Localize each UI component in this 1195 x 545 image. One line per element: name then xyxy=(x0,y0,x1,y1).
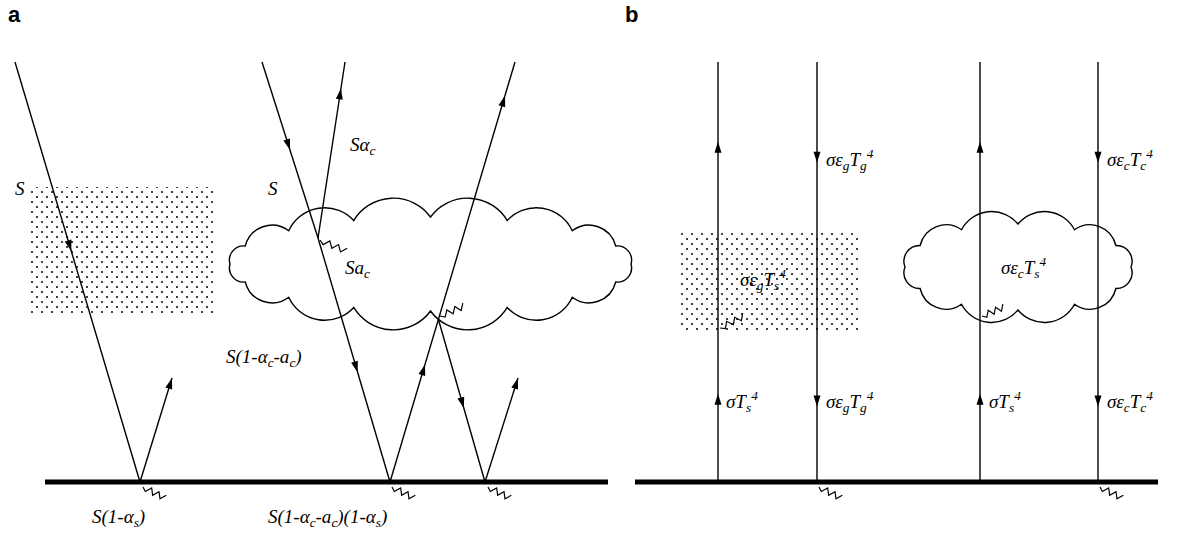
flux-label: σεcTs4 xyxy=(1001,254,1046,282)
panel-letter: a xyxy=(8,2,20,28)
arrowhead xyxy=(715,142,722,153)
ground xyxy=(45,480,608,485)
flux-label: σTs4 xyxy=(726,388,758,416)
absorption-mark xyxy=(440,303,463,317)
arrowhead xyxy=(165,378,172,390)
greenhouse-layer xyxy=(28,187,213,315)
arrowhead xyxy=(419,364,426,376)
absorption-mark xyxy=(1100,487,1123,499)
flux-label: σεgTg4 xyxy=(826,388,873,416)
ray xyxy=(979,62,980,482)
ray xyxy=(438,318,485,482)
ray xyxy=(318,238,390,482)
flux-label: σεcTc4 xyxy=(1107,388,1153,416)
arrowhead xyxy=(1095,395,1102,406)
node-outline xyxy=(218,205,643,323)
flux-label: Sαc xyxy=(350,134,375,159)
arrowhead xyxy=(511,378,518,390)
flux-label: S xyxy=(268,178,278,201)
ray xyxy=(485,378,518,482)
arrowhead xyxy=(499,96,506,108)
arrowhead xyxy=(283,138,290,150)
flux-label: S(1-αc-ac) xyxy=(226,346,302,371)
flux-label: S(1-αs) xyxy=(92,506,145,531)
arrowhead xyxy=(814,152,821,163)
cloud: Sac xyxy=(218,205,643,323)
arrowhead xyxy=(351,361,358,373)
arrowhead xyxy=(336,88,343,99)
flux-label: Sac xyxy=(345,257,370,282)
arrowhead xyxy=(977,142,984,153)
ray xyxy=(1097,62,1098,482)
flux-label: σεcTc4 xyxy=(1107,146,1153,174)
dotted-layer xyxy=(680,232,858,330)
flux-label: σTs4 xyxy=(989,388,1021,416)
arrowhead xyxy=(457,397,464,409)
flux-label: S xyxy=(15,178,25,201)
ground xyxy=(635,480,1158,485)
panel-letter: b xyxy=(625,2,638,28)
arrowhead xyxy=(977,394,984,405)
flux-label: σεgTg4 xyxy=(826,146,873,174)
absorption-mark xyxy=(320,240,347,252)
cloud-outline xyxy=(904,212,1132,323)
ray xyxy=(390,62,515,482)
ray xyxy=(262,62,318,238)
absorption-mark xyxy=(143,487,166,499)
ray xyxy=(15,62,140,482)
flux-label: S(1-αc-ac)(1-αs) xyxy=(268,506,387,531)
flux-label: σεgTs4 xyxy=(740,266,786,294)
absorption-mark xyxy=(819,487,842,499)
ray xyxy=(140,378,172,482)
arrowhead xyxy=(65,239,72,251)
arrowhead xyxy=(1095,152,1102,163)
absorption-mark xyxy=(392,487,415,499)
arrowhead xyxy=(814,395,821,406)
absorption-mark xyxy=(982,304,1003,317)
cloud: σεcTs4 xyxy=(893,212,1143,322)
absorption-mark xyxy=(488,487,511,499)
arrowhead xyxy=(715,394,722,405)
cloud-outline xyxy=(229,198,631,330)
greenhouse-layer: σεgTs4 xyxy=(680,232,858,330)
